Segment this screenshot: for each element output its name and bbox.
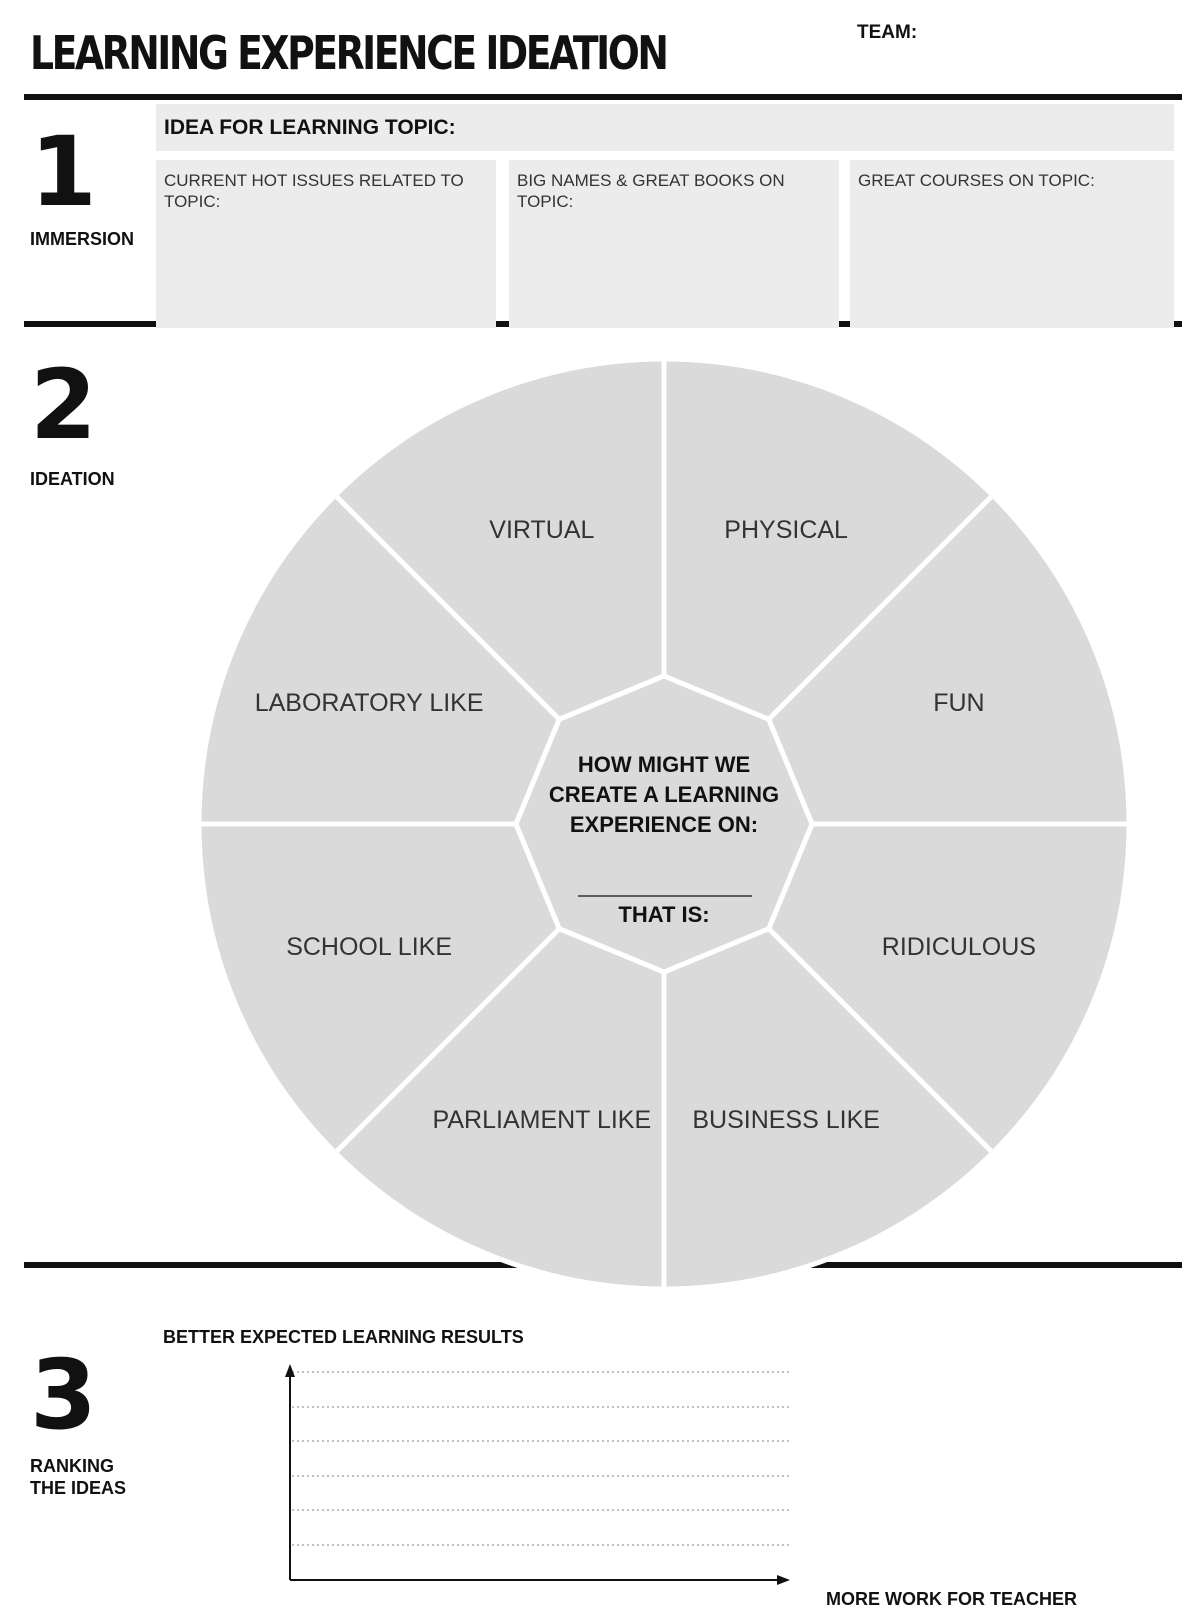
y-axis-label: BETTER EXPECTED LEARNING RESULTS bbox=[163, 1327, 524, 1347]
wheel-label-fun: FUN bbox=[933, 689, 984, 717]
section-label-ranking: RANKING THE IDEAS bbox=[30, 1455, 126, 1499]
wheel-segment-virtual[interactable] bbox=[331, 356, 667, 723]
center-prompt-line-2: CREATE A LEARNING bbox=[549, 782, 779, 807]
wheel-segment-school-like[interactable] bbox=[196, 821, 563, 1157]
wheel-label-school-like: SCHOOL LIKE bbox=[286, 933, 452, 961]
wheel-label-laboratory-like: LABORATORY LIKE bbox=[255, 689, 484, 717]
wheel-segment-laboratory-like[interactable] bbox=[196, 491, 563, 827]
wheel-label-business-like: BUSINESS LIKE bbox=[692, 1106, 880, 1134]
center-prompt-line-3: EXPERIENCE ON: bbox=[570, 812, 758, 837]
section-divider bbox=[24, 94, 1182, 100]
ranking-label-line-2: THE IDEAS bbox=[30, 1478, 127, 1498]
section-number-1: 1 bbox=[30, 116, 97, 228]
big-names-field[interactable]: BIG NAMES & GREAT BOOKS ON TOPIC: bbox=[509, 160, 839, 328]
ranking-gridlines bbox=[292, 1371, 790, 1546]
wheel-segment-physical[interactable] bbox=[661, 356, 997, 723]
section-number-3: 3 bbox=[30, 1339, 97, 1451]
hot-issues-field[interactable]: CURRENT HOT ISSUES RELATED TO TOPIC: bbox=[156, 160, 496, 328]
wheel-label-parliament-like: PARLIAMENT LIKE bbox=[433, 1106, 652, 1134]
section-label-ideation: IDEATION bbox=[30, 469, 115, 489]
great-courses-label: GREAT COURSES ON TOPIC: bbox=[858, 171, 1095, 190]
ranking-label-line-1: RANKING bbox=[30, 1456, 114, 1476]
wheel-segment-fun[interactable] bbox=[765, 491, 1132, 827]
wheel-label-physical: PHYSICAL bbox=[724, 516, 848, 544]
wheel-label-ridiculous: RIDICULOUS bbox=[882, 933, 1036, 961]
big-names-label: BIG NAMES & GREAT BOOKS ON TOPIC: bbox=[517, 171, 785, 211]
topic-field-label: IDEA FOR LEARNING TOPIC: bbox=[164, 116, 456, 139]
section-label-immersion: IMMERSION bbox=[30, 229, 135, 249]
topic-field[interactable]: IDEA FOR LEARNING TOPIC: bbox=[156, 104, 1174, 151]
y-axis-arrow bbox=[285, 1364, 295, 1377]
team-label: TEAM: bbox=[857, 22, 918, 43]
center-octagon[interactable] bbox=[513, 673, 815, 975]
x-axis-label: MORE WORK FOR TEACHER bbox=[826, 1589, 1077, 1609]
wheel-segment-business-like[interactable] bbox=[661, 925, 997, 1292]
x-axis-arrow bbox=[777, 1575, 790, 1585]
wheel-segment-ridiculous[interactable] bbox=[765, 821, 1132, 1157]
hot-issues-label: CURRENT HOT ISSUES RELATED TO TOPIC: bbox=[164, 171, 464, 211]
section-number-2: 2 bbox=[30, 349, 97, 461]
center-prompt-line-1: HOW MIGHT WE bbox=[578, 752, 750, 777]
center-that-is-label: THAT IS: bbox=[618, 902, 709, 927]
page-title: LEARNING EXPERIENCE IDEATION bbox=[30, 26, 669, 80]
wheel-label-virtual: VIRTUAL bbox=[489, 516, 594, 544]
great-courses-field[interactable]: GREAT COURSES ON TOPIC: bbox=[850, 160, 1174, 328]
wheel-segment-parliament-like[interactable] bbox=[331, 925, 667, 1292]
